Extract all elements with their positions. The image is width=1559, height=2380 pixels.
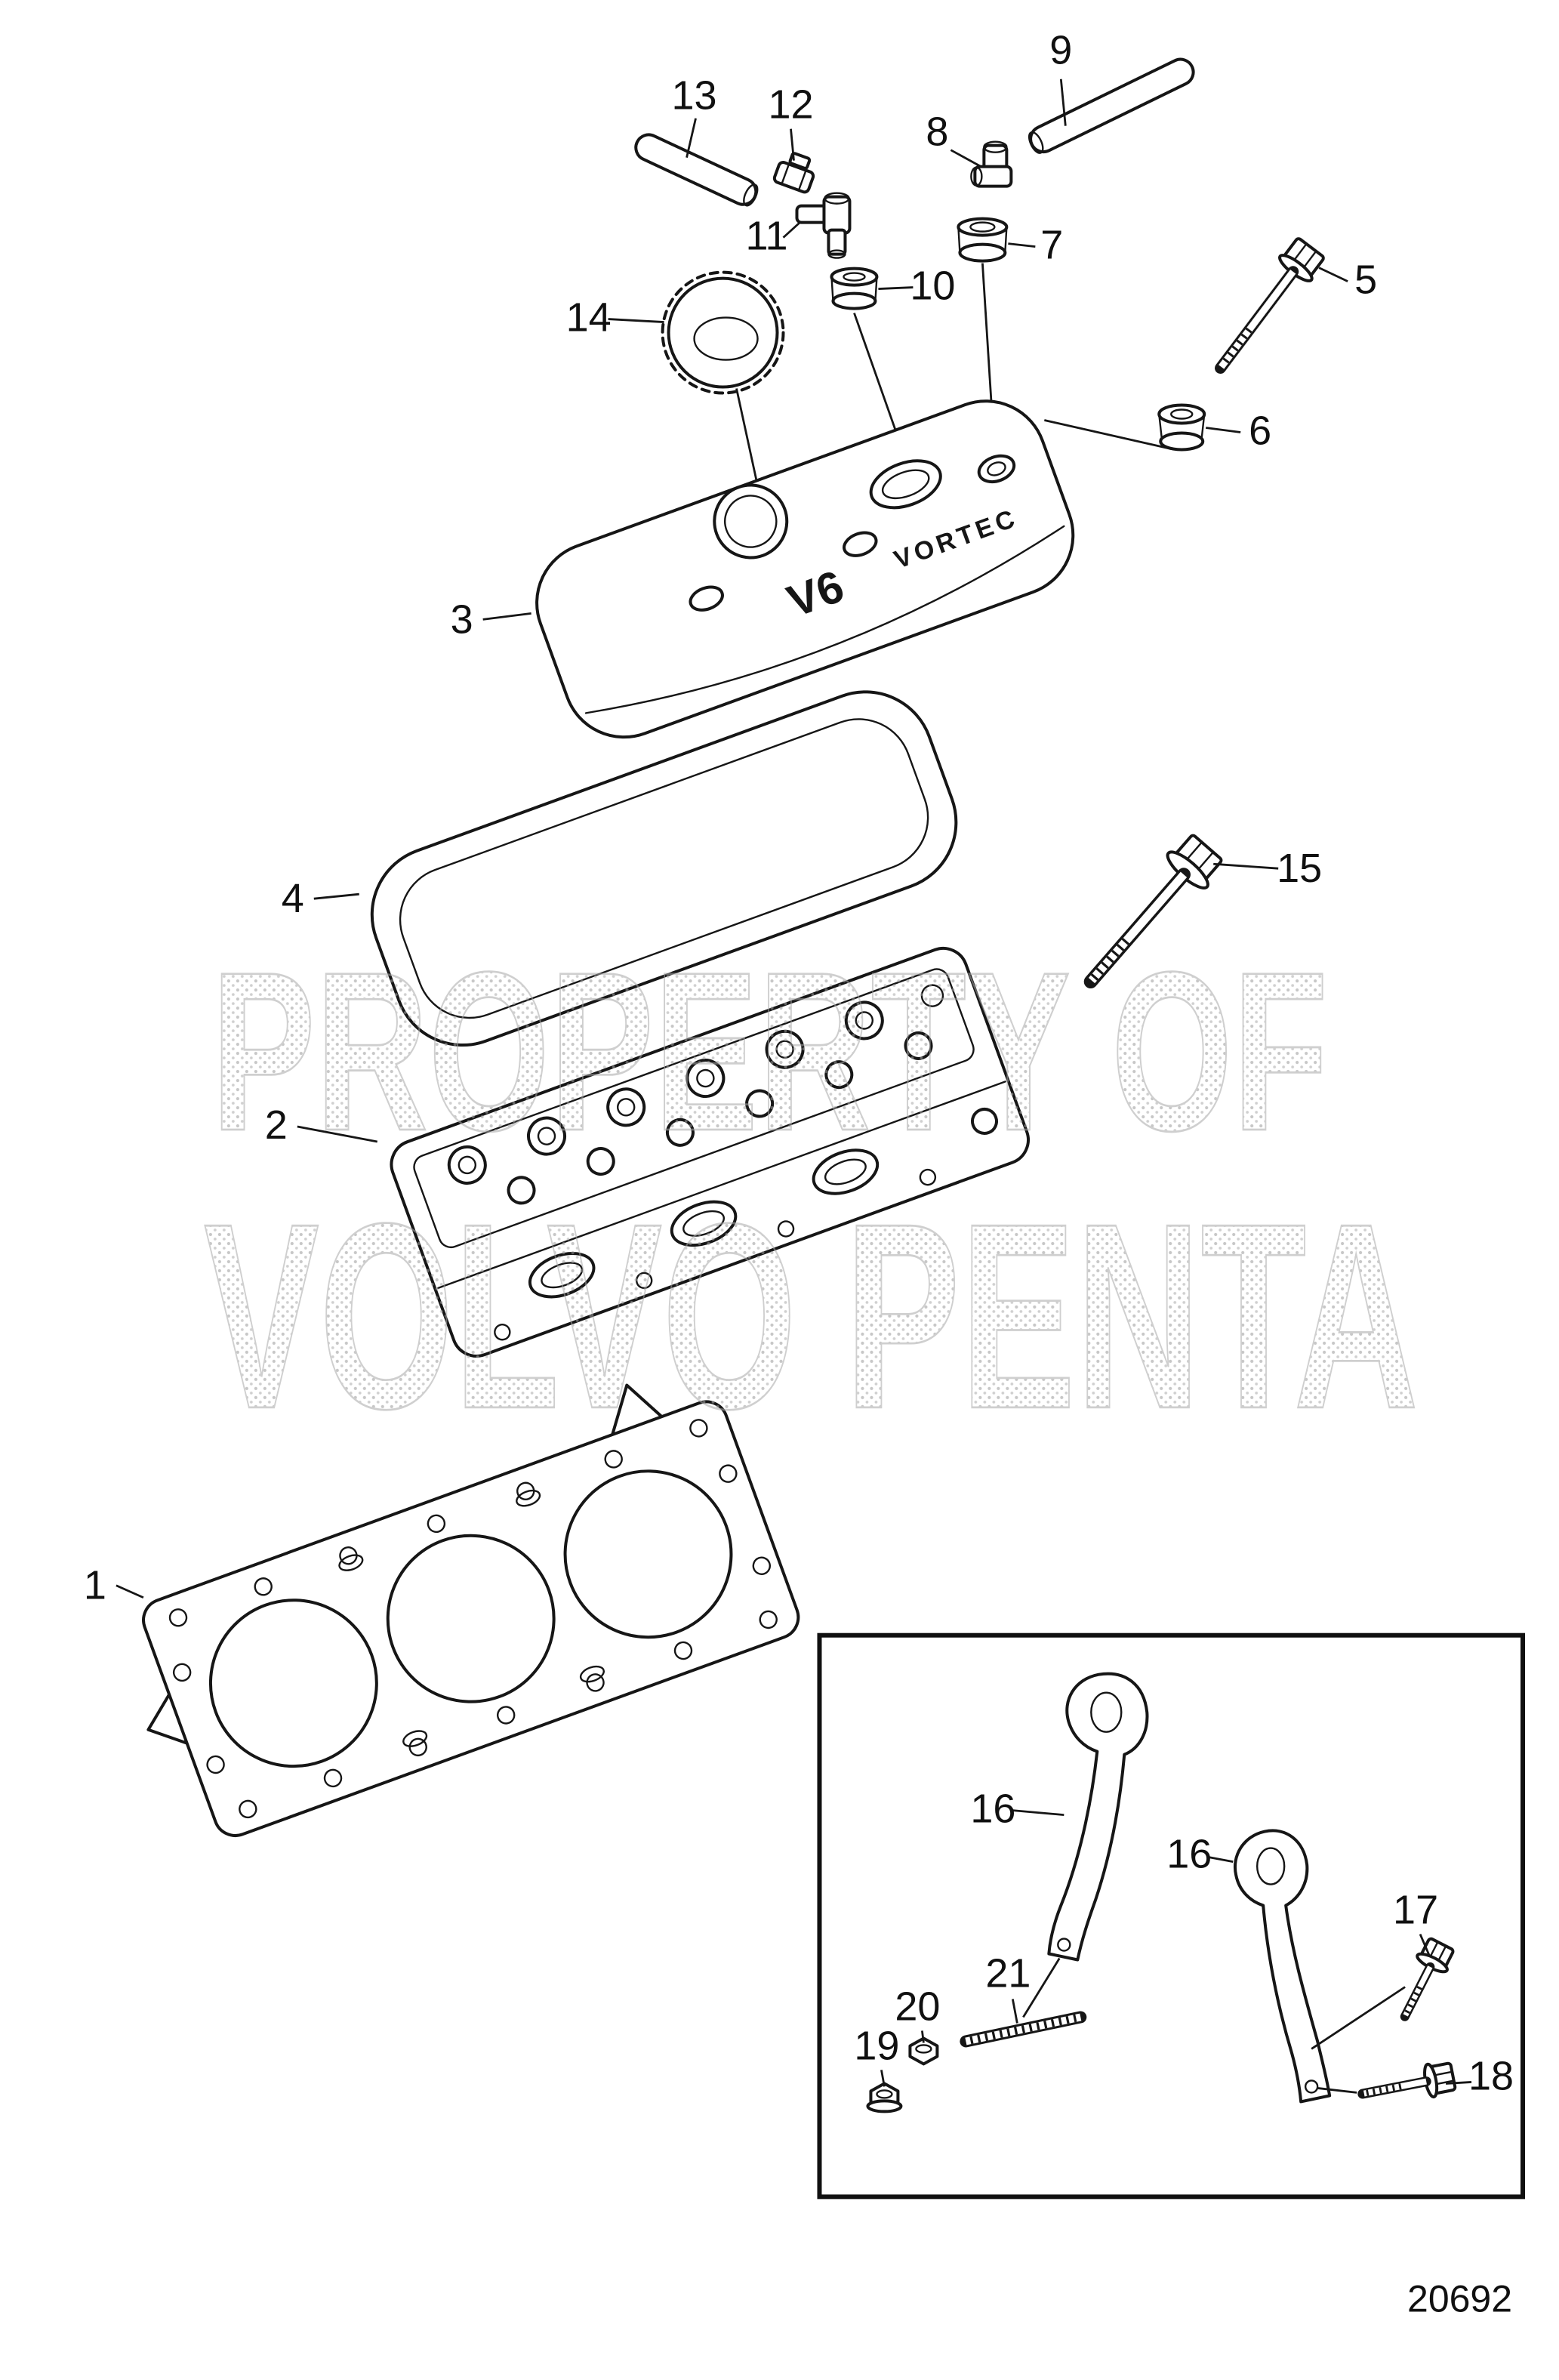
callout-11: 11: [745, 214, 787, 259]
callout-4: 4: [282, 876, 304, 921]
grommet-7: [957, 217, 1009, 263]
callout-2: 2: [265, 1102, 288, 1148]
callout-14: 14: [566, 295, 612, 341]
bolt-5: [1215, 237, 1325, 374]
callout-3: 3: [451, 597, 473, 642]
stud-21: [960, 2011, 1087, 2048]
lifting-bracket-16-right: [1234, 1829, 1332, 2104]
head-gasket: [142, 1383, 800, 1837]
callout-8: 8: [926, 109, 948, 155]
inset-box: [817, 1632, 1526, 2200]
assembly-line-bolt17-to-bracket: [1311, 1986, 1406, 2050]
bolt-17: [1400, 1937, 1455, 2021]
bolt-15: [1083, 834, 1223, 989]
lifting-bracket-16-left: [1047, 1672, 1149, 1962]
cap-nut-10: [830, 267, 879, 310]
callout-7: 7: [1040, 223, 1063, 268]
callout-6: 6: [1249, 408, 1271, 453]
callout-5: 5: [1354, 257, 1377, 303]
callout-16-right: 16: [1166, 1832, 1212, 1877]
bolt-18: [1357, 2061, 1457, 2099]
hose-13: [634, 133, 759, 207]
flange-nut-19: [866, 2082, 903, 2113]
callout-19: 19: [854, 2023, 899, 2068]
cylinder-head: [390, 946, 1030, 1358]
hose-clamp-12: [772, 152, 815, 194]
callout-labels: 9 13 12 8 11 7 10 5 14 6 3 15 4 2 1 16 1…: [84, 28, 1514, 2099]
assembly-line-bracket-to-stud: [1022, 1957, 1061, 2018]
valve-cover: V6 VORTEC: [535, 399, 1075, 739]
callout-17: 17: [1393, 1888, 1438, 1933]
valve-cover-gasket: [370, 690, 958, 1047]
callout-21: 21: [985, 1950, 1031, 1996]
elbow-fitting-8: [970, 140, 1013, 188]
watermark: PROPERTY OF VOLVO PENTA: [202, 924, 1419, 1466]
callout-12: 12: [768, 82, 813, 128]
assembly-line-cap-to-cover: [735, 388, 760, 493]
drawing-number: 20692: [1407, 2277, 1512, 2320]
assembly-line-bolt18-to-bracket: [1317, 2087, 1357, 2094]
callout-10: 10: [910, 264, 955, 309]
callout-9: 9: [1049, 28, 1072, 73]
callout-20: 20: [895, 1984, 940, 2029]
callout-15: 15: [1277, 846, 1322, 891]
grommet-6: [1157, 403, 1206, 452]
assembly-line-6-to-cover: [1044, 419, 1172, 450]
callout-13: 13: [672, 73, 717, 119]
watermark-line1: PROPERTY OF: [211, 925, 1328, 1178]
callout-1: 1: [84, 1563, 106, 1608]
pcv-fitting-11: [795, 192, 852, 259]
oil-filler-cap-14: [661, 270, 785, 395]
watermark-line2: VOLVO PENTA: [204, 1169, 1419, 1464]
leader-lines: [116, 79, 1472, 2087]
hose-9: [1028, 57, 1195, 154]
callout-16-left: 16: [970, 1787, 1015, 1832]
callout-18: 18: [1468, 2053, 1514, 2098]
